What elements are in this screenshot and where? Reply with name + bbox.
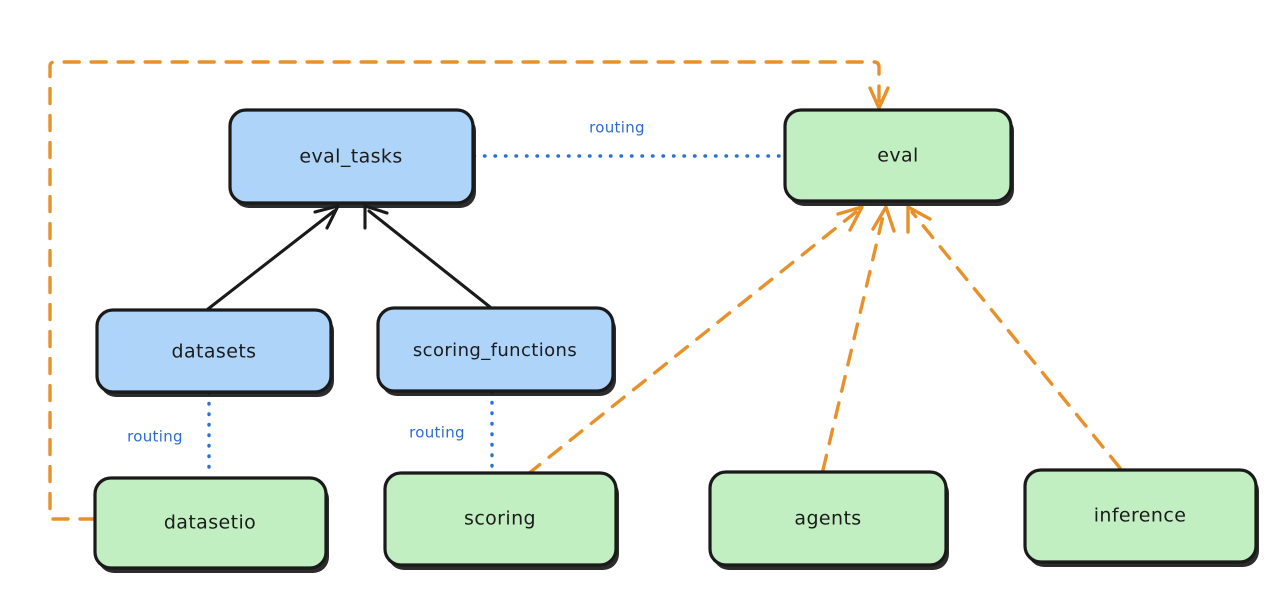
node-scoring-label: scoring <box>464 508 536 530</box>
node-eval_tasks[interactable]: eval_tasks <box>228 108 476 208</box>
edge-labels-group: routing routing routing <box>127 119 645 446</box>
node-eval_tasks-body <box>228 108 475 205</box>
routing-edges-group <box>207 154 786 479</box>
node-datasetio-label: datasetio <box>164 512 256 534</box>
edge-inference-eval <box>906 205 1122 470</box>
node-inference[interactable]: inference <box>1023 468 1259 567</box>
node-datasetio[interactable]: datasetio <box>93 476 329 573</box>
edge-datasetio-eval <box>48 60 890 521</box>
edge-label-routing-eval: routing <box>589 119 645 137</box>
node-eval[interactable]: eval <box>783 108 1014 206</box>
dependency-edges-group <box>48 60 1122 521</box>
node-datasets-label: datasets <box>172 341 257 363</box>
edge-datasets-eval_tasks <box>206 204 340 311</box>
node-agents[interactable]: agents <box>708 470 949 570</box>
node-datasetio-body <box>93 476 328 570</box>
edge-label-routing-scoring: routing <box>409 424 465 442</box>
node-agents-body <box>708 470 948 567</box>
node-scoring_functions-body <box>376 306 615 393</box>
edge-agents-eval <box>821 205 896 472</box>
node-agents-label: agents <box>794 508 861 530</box>
nodes-group: eval_tasks eval datasets scoring_functio… <box>93 108 1259 573</box>
node-eval-body <box>783 108 1013 203</box>
node-scoring_functions[interactable]: scoring_functions <box>376 306 616 396</box>
node-scoring_functions-label: scoring_functions <box>413 340 577 361</box>
edge-scoring_functions-eval_tasks <box>363 204 492 309</box>
node-datasets[interactable]: datasets <box>95 308 334 397</box>
node-scoring[interactable]: scoring <box>383 471 619 570</box>
node-inference-body <box>1023 468 1258 564</box>
node-datasets-body <box>95 308 333 394</box>
node-scoring-body <box>383 471 618 567</box>
node-eval-label: eval <box>877 145 918 167</box>
edge-scoring-eval <box>526 205 864 476</box>
solid-edges-group <box>206 204 492 311</box>
edge-label-routing-datasetio: routing <box>127 428 183 446</box>
node-inference-label: inference <box>1094 505 1187 527</box>
node-eval_tasks-label: eval_tasks <box>299 146 402 168</box>
